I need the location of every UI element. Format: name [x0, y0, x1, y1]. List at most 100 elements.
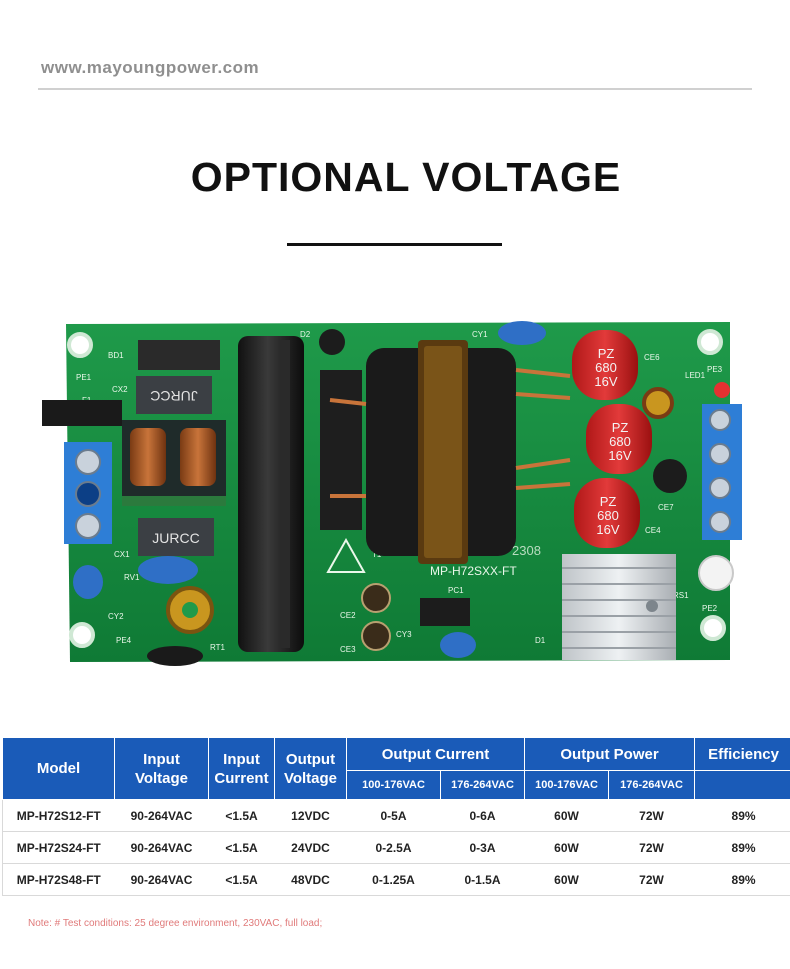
header-output-current: Output Current: [345, 737, 526, 771]
subheader-row: 100-176VAC 176-264VAC 100-176VAC 176-264…: [3, 770, 790, 800]
svg-text:JURCC: JURCC: [152, 530, 199, 546]
cell-output-voltage: 24VDC: [274, 831, 347, 864]
svg-text:PE4: PE4: [116, 636, 132, 645]
svg-text:PZ: PZ: [598, 346, 615, 361]
x-capacitor-bottom: JURCC: [138, 518, 214, 556]
product-photo: BD1 PE1 F1 CX2 CX1 RV1 CY2 PE4 RT1 D2 CY…: [42, 321, 742, 666]
capacitor-ce7: [653, 459, 687, 493]
svg-text:RV1: RV1: [124, 573, 140, 582]
subheader-current-high: 176-264VAC: [439, 770, 526, 800]
y-capacitor-cy3: [440, 632, 476, 658]
svg-text:PC1: PC1: [448, 586, 464, 595]
cell-current-high: 0-6A: [440, 799, 525, 832]
cell-model: MP-H72S24-FT: [2, 831, 115, 864]
input-terminal-block: [64, 442, 112, 544]
adjust-potentiometer: [698, 555, 734, 591]
svg-text:MP-H72SXX-FT: MP-H72SXX-FT: [430, 564, 517, 578]
cell-power-low: 60W: [524, 831, 609, 864]
page-title: OPTIONAL VOLTAGE: [190, 154, 622, 200]
table-row: MP-H72S48-FT 90-264VAC <1.5A 48VDC 0-1.2…: [2, 863, 790, 896]
common-mode-choke: [122, 420, 226, 506]
bridge-rectifier: [138, 340, 220, 370]
thermistor: [147, 646, 203, 666]
cell-power-low: 60W: [524, 863, 609, 896]
capacitor-ce2: [361, 583, 391, 613]
cell-output-voltage: 48VDC: [274, 863, 347, 896]
output-inductor: [642, 387, 674, 419]
bulk-capacitor: [238, 336, 304, 652]
cell-power-high: 72W: [608, 831, 695, 864]
title-underline: [287, 243, 502, 246]
cell-efficiency: 89%: [694, 831, 790, 864]
high-voltage-warning-icon: [326, 537, 366, 573]
cell-power-high: 72W: [608, 799, 695, 832]
svg-text:PE1: PE1: [76, 373, 92, 382]
cell-efficiency: 89%: [694, 863, 790, 896]
svg-text:CE6: CE6: [644, 353, 660, 362]
subheader-efficiency-blank: [694, 770, 790, 800]
header-output-power: Output Power: [524, 737, 696, 771]
output-capacitor-1: PZ 680 16V: [572, 330, 638, 400]
svg-text:CE7: CE7: [658, 503, 674, 512]
output-capacitor-3: PZ 680 16V: [574, 478, 640, 548]
subheader-current-low: 100-176VAC: [346, 770, 441, 800]
cell-input-current: <1.5A: [208, 863, 275, 896]
primary-mosfet: [320, 370, 362, 530]
cell-input-current: <1.5A: [208, 831, 275, 864]
header-efficiency: Efficiency: [694, 737, 790, 771]
cell-output-voltage: 12VDC: [274, 799, 347, 832]
svg-text:16V: 16V: [608, 448, 631, 463]
svg-text:PZ: PZ: [600, 494, 617, 509]
cell-current-low: 0-5A: [346, 799, 441, 832]
table-row: MP-H72S24-FT 90-264VAC <1.5A 24VDC 0-2.5…: [2, 831, 790, 864]
cell-input-voltage: 90-264VAC: [114, 799, 209, 832]
output-terminal-block: [702, 404, 742, 540]
svg-text:16V: 16V: [596, 522, 619, 537]
svg-text:BD1: BD1: [108, 351, 124, 360]
svg-text:LED1: LED1: [685, 371, 706, 380]
diode-d2: [319, 329, 345, 355]
cell-input-current: <1.5A: [208, 799, 275, 832]
svg-text:CE2: CE2: [340, 611, 356, 620]
transformer-leads: [329, 368, 571, 498]
table-row: MP-H72S12-FT 90-264VAC <1.5A 12VDC 0-5A …: [2, 799, 790, 832]
svg-text:RT1: RT1: [210, 643, 226, 652]
svg-text:680: 680: [609, 434, 631, 449]
test-conditions-note: Note: # Test conditions: 25 degree envir…: [28, 918, 323, 929]
svg-text:D2: D2: [300, 330, 311, 339]
capacitor-ce3: [361, 621, 391, 651]
svg-text:JURCC: JURCC: [150, 388, 197, 404]
header-model: Model: [2, 737, 115, 800]
varistor: [138, 556, 198, 584]
svg-text:PZ: PZ: [612, 420, 629, 435]
top-divider: [38, 88, 752, 90]
subheader-power-high: 176-264VAC: [608, 770, 696, 800]
cell-model: MP-H72S48-FT: [2, 863, 115, 896]
cell-current-low: 0-2.5A: [346, 831, 441, 864]
svg-text:PE3: PE3: [707, 365, 723, 374]
status-led: [714, 382, 730, 398]
silkscreen-labels: BD1 PE1 F1 CX2 CX1 RV1 CY2 PE4 RT1 D2 CY…: [76, 330, 723, 654]
cell-model: MP-H72S12-FT: [2, 799, 115, 832]
y-capacitor-left: [73, 565, 103, 599]
cell-power-low: 60W: [524, 799, 609, 832]
output-heatsink: [562, 554, 676, 660]
svg-text:CE3: CE3: [340, 645, 356, 654]
cell-current-high: 0-3A: [440, 831, 525, 864]
svg-text:680: 680: [595, 360, 617, 375]
transformer: MP-H72SXX-FT 2308: [366, 340, 541, 578]
svg-text:16V: 16V: [594, 374, 617, 389]
cell-power-high: 72W: [608, 863, 695, 896]
svg-text:CX2: CX2: [112, 385, 128, 394]
fuse: [42, 400, 122, 426]
svg-text:CY1: CY1: [472, 330, 488, 339]
cell-efficiency: 89%: [694, 799, 790, 832]
cell-input-voltage: 90-264VAC: [114, 831, 209, 864]
site-url: www.mayoungpower.com: [41, 58, 260, 77]
svg-text:D1: D1: [535, 636, 546, 645]
cell-current-high: 0-1.5A: [440, 863, 525, 896]
